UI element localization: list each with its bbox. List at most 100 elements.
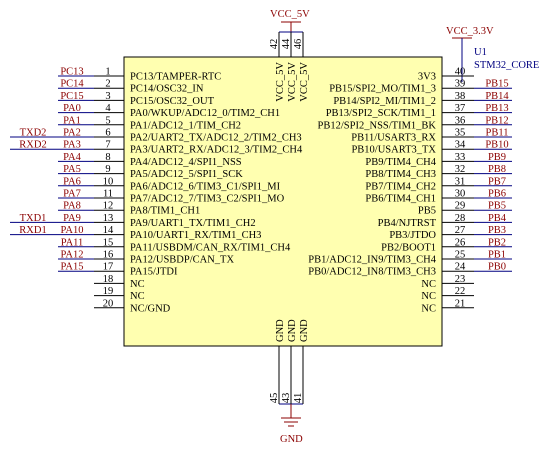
pin-name: PA0/WKUP/ADC12_0/TIM2_CH1 bbox=[130, 108, 280, 119]
right-pin: 22 NC bbox=[421, 286, 474, 302]
pin-number: 30 bbox=[455, 189, 466, 200]
pin-number: 32 bbox=[455, 164, 466, 175]
net-label: PA15 bbox=[61, 262, 84, 273]
pin-number: 26 bbox=[455, 237, 466, 248]
pin-number: 3 bbox=[105, 91, 110, 102]
pin-number: 12 bbox=[103, 201, 114, 212]
left-pin: 18 NC bbox=[94, 274, 145, 290]
pin-name: NC bbox=[130, 291, 145, 302]
left-pin: 5 PA1/ADC12_1/TIM_CH2 PA1 bbox=[58, 115, 241, 131]
pin-name: PA5/ADC12_5/SPI1_SCK bbox=[130, 169, 243, 180]
signal-label: RXD1 bbox=[19, 225, 46, 236]
pin-name: PA7/ADC12_7/TIM3_C2/SPI1_MO bbox=[130, 194, 285, 205]
pin-name: PB11/USART3_RX bbox=[351, 133, 436, 144]
pin-number: 18 bbox=[103, 274, 114, 285]
net-label: PB0 bbox=[488, 262, 506, 273]
pin-name: PB0/ADC12_IN8/TIM3_CH3 bbox=[308, 267, 436, 278]
pin-name: PB14/SPI2_MI/TIM1_2 bbox=[333, 96, 436, 107]
net-label: PB9 bbox=[488, 152, 506, 163]
pin-name: PA2/UART2_TX/ADC12_2/TIM2_CH3 bbox=[130, 133, 302, 144]
pin-number: 13 bbox=[103, 213, 114, 224]
pin-number: 37 bbox=[455, 103, 466, 114]
pin-number: 45 bbox=[269, 393, 280, 404]
net-label: PB5 bbox=[488, 201, 506, 212]
pin-name: PB10/USART3_TX bbox=[351, 145, 436, 156]
pin-number: 39 bbox=[455, 79, 466, 90]
pin-name: PB2/BOOT1 bbox=[381, 242, 436, 253]
pin-number: 22 bbox=[455, 286, 466, 297]
pin-number: 25 bbox=[455, 250, 466, 261]
pin-name: PB1/ADC12_IN9/TIM3_CH4 bbox=[308, 255, 437, 266]
pin-number: 35 bbox=[455, 128, 466, 139]
pin-name: PA12/USBDP/CAN_TX bbox=[130, 255, 234, 266]
pin-name: PA1/ADC12_1/TIM_CH2 bbox=[130, 120, 241, 131]
pin-name: NC bbox=[421, 279, 436, 290]
net-label: PA1 bbox=[63, 115, 81, 126]
pin-number: 5 bbox=[105, 115, 110, 126]
pin-name: PA3/UART2_RX/ADC12_3/TIM2_CH4 bbox=[130, 145, 303, 156]
pin-name: NC bbox=[130, 279, 145, 290]
pin-name: PA9/UART1_TX/TIM1_CH2 bbox=[130, 218, 256, 229]
pin-name: PB4/NJTRST bbox=[378, 218, 437, 229]
pin-number: 19 bbox=[103, 286, 114, 297]
component-reference: U1 bbox=[474, 47, 487, 58]
pin-number: 16 bbox=[103, 250, 114, 261]
pin-number: 15 bbox=[103, 237, 114, 248]
net-label: PA11 bbox=[61, 237, 84, 248]
net-label: PB4 bbox=[488, 213, 507, 224]
pin-number: 42 bbox=[269, 39, 280, 50]
right-pin: 35 PB11/USART3_RX PB11 bbox=[351, 128, 512, 144]
pin-number: 31 bbox=[455, 176, 466, 187]
net-label: PB8 bbox=[488, 164, 506, 175]
pin-name: GND bbox=[275, 319, 286, 342]
pin-name: NC/GND bbox=[130, 303, 171, 314]
pin-name: PC14/OSC32_IN bbox=[130, 84, 204, 95]
gnd-label: GND bbox=[280, 434, 303, 445]
pin-number: 34 bbox=[455, 140, 466, 151]
net-label: PA6 bbox=[63, 176, 81, 187]
net-label: PA0 bbox=[63, 103, 81, 114]
pin-name: VCC_5V bbox=[299, 62, 310, 102]
pin-number: 46 bbox=[293, 39, 304, 50]
pin-name: PB5 bbox=[418, 206, 436, 217]
pin-number: 38 bbox=[455, 91, 466, 102]
pin-name: PB6/TIM4_CH1 bbox=[365, 194, 436, 205]
pin-name: PB3/JTDO bbox=[389, 230, 436, 241]
pin-name: NC bbox=[421, 303, 436, 314]
pin-number: 6 bbox=[105, 128, 110, 139]
pin-number: 10 bbox=[103, 176, 114, 187]
pin-name: PA10/UART1_RX/TIM1_CH3 bbox=[130, 230, 261, 241]
pin-name: VCC_5V bbox=[275, 62, 286, 102]
net-label: PB10 bbox=[485, 140, 508, 151]
net-label: PC14 bbox=[60, 79, 84, 90]
pin-number: 28 bbox=[455, 213, 466, 224]
net-label: PB13 bbox=[485, 103, 508, 114]
right-pin: 34 PB10/USART3_TX PB10 bbox=[351, 140, 512, 156]
pin-name: PB9/TIM4_CH4 bbox=[365, 157, 436, 168]
net-label: PB11 bbox=[486, 128, 509, 139]
net-label: PB3 bbox=[488, 225, 506, 236]
pin-number: 14 bbox=[103, 225, 114, 236]
left-pin: 19 NC bbox=[94, 286, 145, 302]
pin-number: 33 bbox=[455, 152, 466, 163]
component-value: STM32_CORE bbox=[474, 60, 539, 71]
pin-number: 20 bbox=[103, 298, 114, 309]
pin-number: 24 bbox=[455, 262, 466, 273]
pin-name: NC bbox=[421, 291, 436, 302]
